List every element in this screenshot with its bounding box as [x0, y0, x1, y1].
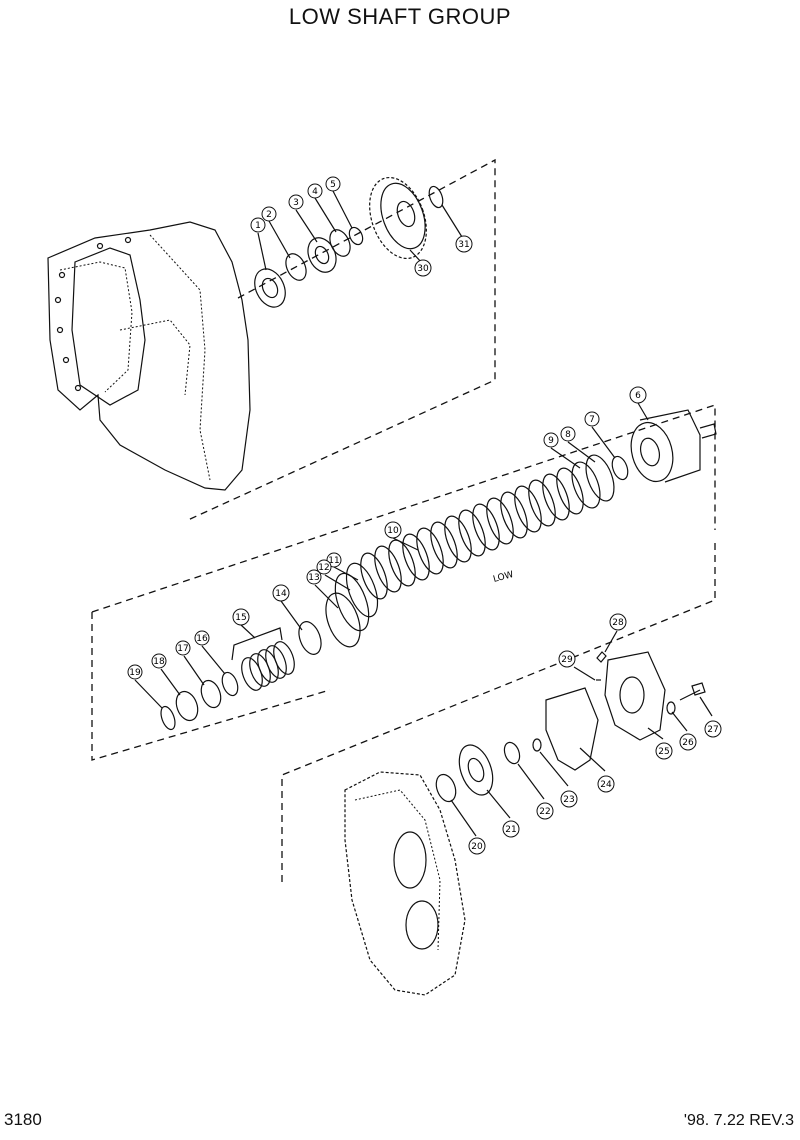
bearing-14	[298, 621, 322, 655]
callout-20: 20	[468, 837, 486, 855]
fitting-28	[596, 651, 607, 663]
clutch-housing-6	[630, 409, 717, 483]
callout-2: 2	[261, 206, 277, 222]
svg-text:20: 20	[471, 842, 483, 852]
svg-text:10: 10	[387, 526, 399, 536]
callout-28: 28	[609, 613, 627, 631]
snap-ring-7	[611, 455, 629, 481]
svg-text:21: 21	[505, 825, 516, 835]
callout-1: 1	[250, 217, 266, 233]
cover-25	[604, 651, 666, 741]
svg-text:15: 15	[235, 613, 246, 623]
callout-24: 24	[597, 775, 615, 793]
middle-group-boundary	[91, 404, 716, 761]
callout-25: 25	[655, 742, 673, 760]
gear-30	[369, 176, 427, 260]
callout-7: 7	[584, 411, 600, 427]
callout-13: 13	[306, 569, 322, 585]
callout-5: 5	[325, 176, 341, 192]
svg-text:28: 28	[612, 618, 624, 628]
revision-stamp: '98. 7.22 REV.3	[683, 1112, 794, 1129]
callout-31: 31	[455, 235, 473, 253]
callout-10: 10	[384, 521, 402, 539]
leader-lines	[134, 190, 713, 837]
washer-22	[503, 741, 521, 765]
callout-9: 9	[543, 432, 559, 448]
callout-15: 15	[232, 608, 250, 626]
svg-text:6: 6	[635, 391, 641, 401]
callout-21: 21	[502, 820, 520, 838]
svg-text:25: 25	[658, 747, 669, 757]
svg-text:19: 19	[129, 668, 141, 678]
svg-text:13: 13	[308, 573, 319, 583]
callout-22: 22	[536, 802, 554, 820]
svg-text:7: 7	[589, 415, 595, 425]
svg-text:12: 12	[318, 563, 329, 573]
piston-13	[325, 592, 361, 648]
callout-18: 18	[151, 653, 167, 669]
lower-group-boundary	[281, 540, 716, 882]
callout-26: 26	[679, 733, 697, 751]
page-number: 3180	[4, 1110, 42, 1129]
callout-17: 17	[175, 640, 191, 656]
bearing-18	[175, 690, 199, 722]
plate-12	[334, 572, 370, 632]
svg-text:4: 4	[312, 187, 318, 197]
svg-text:11: 11	[328, 556, 339, 566]
callout-27: 27	[704, 720, 722, 738]
svg-text:16: 16	[196, 634, 208, 644]
transmission-housing-upper	[47, 221, 251, 491]
svg-text:5: 5	[330, 180, 336, 190]
callout-12: 12	[316, 559, 332, 575]
plate-8	[585, 454, 615, 502]
svg-text:9: 9	[548, 436, 554, 446]
page-title: LOW SHAFT GROUP	[288, 4, 512, 29]
callout-14: 14	[272, 584, 290, 602]
svg-text:1: 1	[255, 221, 261, 231]
svg-text:23: 23	[563, 795, 574, 805]
gasket-24	[545, 687, 599, 771]
svg-text:31: 31	[458, 240, 469, 250]
washer-17	[200, 679, 222, 709]
bolt-27	[679, 682, 706, 701]
svg-text:2: 2	[266, 210, 272, 220]
plate-11	[345, 562, 379, 618]
shaft-label: LOW	[492, 570, 515, 585]
clutch-disc-stack-10	[360, 467, 584, 600]
upper-bearing-stack	[254, 226, 364, 308]
washer-26	[666, 701, 676, 715]
transmission-cover-lower	[344, 771, 466, 996]
callout-8: 8	[560, 426, 576, 442]
callout-29: 29	[558, 650, 576, 668]
svg-text:29: 29	[561, 655, 573, 665]
spring-pack-15	[231, 627, 295, 691]
svg-text:22: 22	[539, 807, 550, 817]
callout-3: 3	[288, 194, 304, 210]
callout-19: 19	[127, 664, 143, 680]
callout-6: 6	[629, 386, 647, 404]
svg-text:8: 8	[565, 430, 571, 440]
callout-30: 30	[414, 259, 432, 277]
nut-23	[532, 738, 542, 752]
callout-16: 16	[194, 630, 210, 646]
svg-text:24: 24	[600, 780, 612, 790]
svg-text:18: 18	[153, 657, 165, 667]
svg-text:14: 14	[275, 589, 287, 599]
snap-ring-19	[160, 705, 176, 731]
callout-23: 23	[560, 790, 578, 808]
upper-group-boundary	[187, 158, 496, 521]
snap-ring-31	[428, 185, 444, 209]
plate-9	[571, 461, 601, 509]
svg-text:27: 27	[707, 725, 718, 735]
svg-text:3: 3	[293, 198, 299, 208]
seal-20	[435, 773, 457, 803]
bearing-21	[458, 744, 494, 796]
svg-text:26: 26	[682, 738, 694, 748]
ring-16	[221, 671, 239, 697]
svg-text:30: 30	[417, 264, 429, 274]
callout-4: 4	[307, 183, 323, 199]
svg-text:17: 17	[177, 644, 188, 654]
